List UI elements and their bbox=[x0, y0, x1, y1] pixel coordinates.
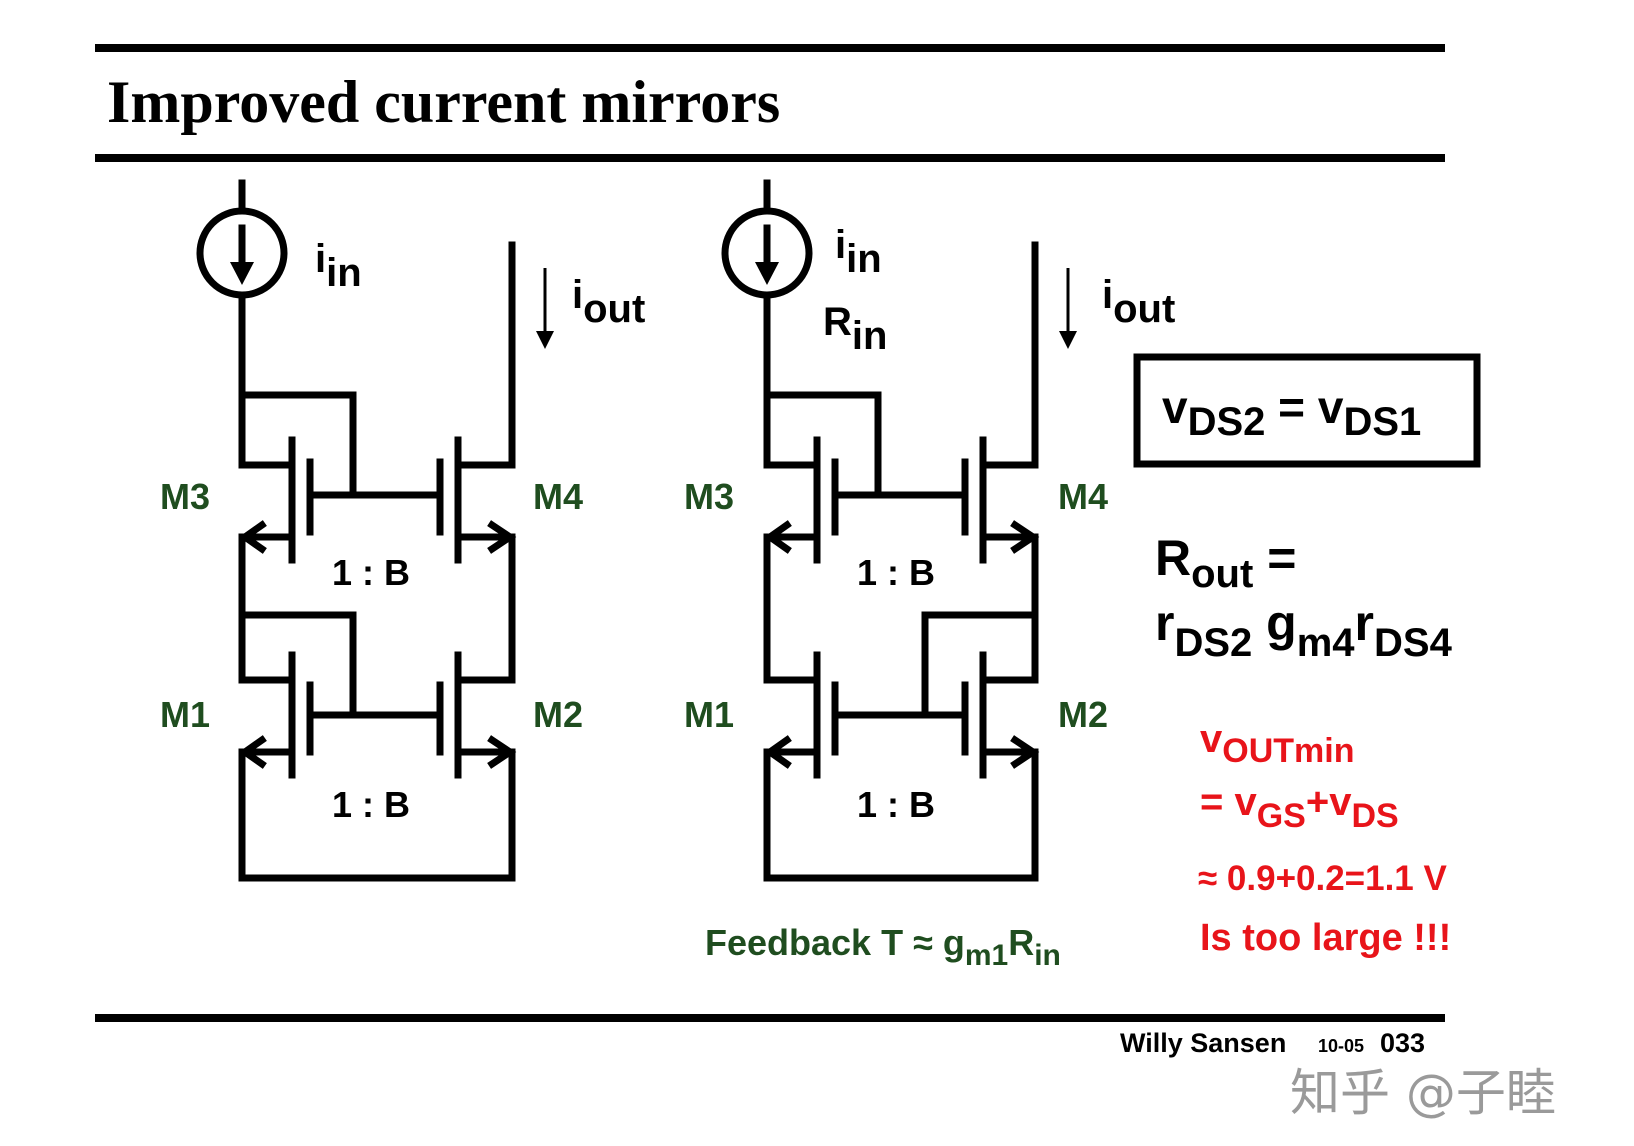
footer-date: 10-05 bbox=[1318, 1036, 1364, 1056]
voutmin-label: vOUTmin bbox=[1200, 717, 1354, 770]
voutmin-approx: ≈ 0.9+0.2=1.1 V bbox=[1198, 859, 1448, 898]
right-circuit: iin Rin iout M3 M4 M1 M2 1 : B 1 : B Fee… bbox=[684, 179, 1175, 972]
title-rule bbox=[95, 154, 1445, 162]
m3-label: M3 bbox=[160, 476, 210, 517]
ratio-top: 1 : B bbox=[332, 552, 410, 593]
current-source-icon bbox=[196, 179, 288, 299]
watermark: 知乎 @子睦 bbox=[1290, 1064, 1556, 1122]
m2-label: M2 bbox=[1058, 694, 1108, 735]
iin-label: iin bbox=[315, 237, 362, 295]
m4-label: M4 bbox=[1058, 476, 1108, 517]
vds-equation: vDS2 = vDS1 bbox=[1162, 381, 1421, 444]
iout-label: iout bbox=[572, 273, 645, 331]
footer-rule bbox=[95, 1014, 1445, 1022]
ratio-top: 1 : B bbox=[857, 552, 935, 593]
m4-label: M4 bbox=[533, 476, 583, 517]
m2-label: M2 bbox=[533, 694, 583, 735]
footer-page: 033 bbox=[1380, 1028, 1425, 1058]
ratio-bottom: 1 : B bbox=[857, 784, 935, 825]
m1-label: M1 bbox=[684, 694, 734, 735]
feedback-label: Feedback T ≈ gm1Rin bbox=[705, 922, 1061, 972]
slide-title: Improved current mirrors bbox=[107, 69, 780, 135]
rout-equation-line2: rDS2 gm4rDS4 bbox=[1155, 595, 1453, 665]
iout-label: iout bbox=[1102, 273, 1175, 331]
left-circuit: iin iout M3 M4 M1 M2 1 : B 1 : B bbox=[160, 179, 645, 882]
m1-label: M1 bbox=[160, 694, 210, 735]
top-rule bbox=[95, 44, 1445, 52]
iin-label: iin bbox=[835, 223, 882, 281]
footer-author: Willy Sansen bbox=[1120, 1028, 1286, 1058]
ratio-bottom: 1 : B bbox=[332, 784, 410, 825]
rout-equation-line1: Rout = bbox=[1155, 530, 1296, 596]
m3-label: M3 bbox=[684, 476, 734, 517]
voutmin-eq: = vGS+vDS bbox=[1200, 780, 1399, 835]
current-source-icon bbox=[721, 179, 813, 299]
vds-equation-box bbox=[1133, 353, 1481, 468]
conclusion-text: Is too large !!! bbox=[1200, 917, 1451, 959]
rin-label: Rin bbox=[823, 300, 887, 358]
